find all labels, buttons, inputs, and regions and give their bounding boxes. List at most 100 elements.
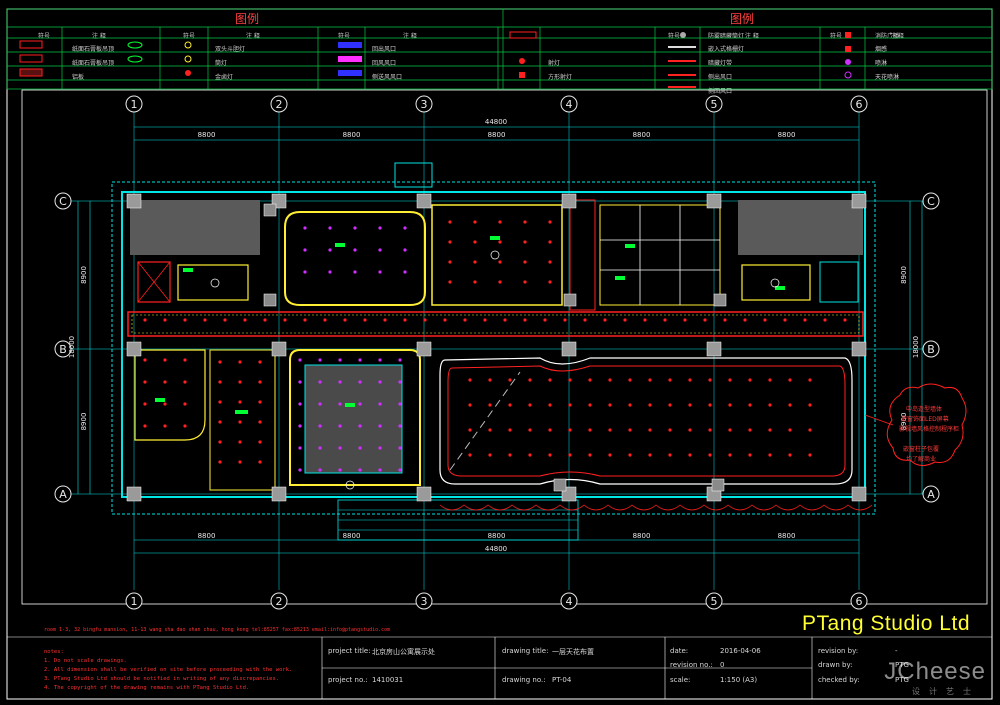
spot-light [163,380,167,384]
downlight [328,270,332,274]
room-tag [236,410,248,414]
grid-bubble-row [54,340,72,358]
room-upper-left [177,264,249,301]
spot-light [648,378,652,382]
corridor-light [543,318,547,322]
corridor-light [623,318,627,322]
downlight [398,380,402,384]
legend-header-note: 注 释 [403,33,417,40]
downlight [338,358,342,362]
callout-cloud [886,383,967,466]
legend-item-sprinkler: 喷淋 [875,60,888,67]
legend-header-note: 注 释 [246,33,260,40]
grid-label-col-3: 3 [421,595,428,608]
dim-row-left: 8900 [80,413,88,431]
spot-light [668,428,672,432]
chandelier [345,480,355,490]
column [416,486,432,502]
spot-light [608,403,612,407]
elevator-right [819,261,859,303]
downlight [398,402,402,406]
grid-bubble-col [560,592,578,610]
column [851,193,867,209]
spot-light [568,453,572,457]
room-upper-right [741,264,811,301]
grid-bubble-col [705,95,723,113]
downlight [298,468,302,472]
revision-by: - [895,647,898,655]
drawing-frame [21,89,988,605]
spot-light [218,400,222,404]
corridor [127,311,864,337]
grid-bubble-col [270,95,288,113]
chandelier [770,278,780,288]
spot-light [143,402,147,406]
spot-light [183,424,187,428]
spot-light [628,378,632,382]
grid-bubble-row [922,192,940,210]
legend-symbol-fog [509,31,537,39]
drawing-title: 一层天花布置 [552,648,594,656]
dim-row-total-left: 18000 [68,336,76,358]
note-3: 3. PTang Studio Ltd should be notified i… [44,676,280,682]
corridor-light [143,318,147,322]
downlight [328,226,332,230]
grid-label-row-C: C [59,195,67,208]
spot-light [688,428,692,432]
legend-grid [6,8,993,90]
spot-light [648,403,652,407]
grid-label-col-1: 1 [131,98,138,111]
stair-left [137,261,171,303]
spot-light [808,428,812,432]
legend-symbol-rect [19,40,43,49]
spot-light [668,403,672,407]
spot-light [588,378,592,382]
corridor-light [383,318,387,322]
corridor-light [243,318,247,322]
downlight [358,424,362,428]
legend-header-note: 注 释 [745,33,759,40]
spot-light [748,403,752,407]
spot-light [448,220,452,224]
spot-light [163,402,167,406]
legend-item-gypsum: 纸面石膏板吊顶 [72,46,115,53]
spot-light [748,378,752,382]
spot-light [143,380,147,384]
corridor-light [523,318,527,322]
spot-light [258,420,262,424]
dim-span-top: 8800 [778,131,796,139]
spot-light [508,453,512,457]
legend-symbol-spot [184,41,192,49]
spot-light [588,453,592,457]
note-2: 2. All dimension shall be verified on si… [44,667,293,673]
dim-total-top: 44800 [485,118,507,126]
corridor-light [743,318,747,322]
curtain-line [439,504,873,511]
downlight [358,380,362,384]
grid-bubble-col [850,592,868,610]
grid-label-row-A: A [927,488,935,501]
legend-symbol-panel [127,55,143,63]
column [851,341,867,357]
spot-light [238,460,242,464]
legend-title-left: 图例 [235,12,260,26]
grid-label-col-5: 5 [711,595,718,608]
grid-label-col-6: 6 [856,595,863,608]
downlight [303,270,307,274]
spot-light [523,260,527,264]
spot-light [568,378,572,382]
spot-light [688,378,692,382]
spot-light [258,360,262,364]
dim-span-top: 8800 [488,131,506,139]
corridor-light [803,318,807,322]
legend-item-aluminium: 铝板 [72,74,85,81]
legend-item-smoke: 烟感 [875,46,888,53]
spot-light [548,378,552,382]
date-label: date: [670,647,689,655]
grid-label-col-5: 5 [711,98,718,111]
spot-light [238,440,242,444]
spot-light [568,403,572,407]
corridor-light [763,318,767,322]
legend-item-led-strip: 暗藏灯带 [708,60,733,67]
